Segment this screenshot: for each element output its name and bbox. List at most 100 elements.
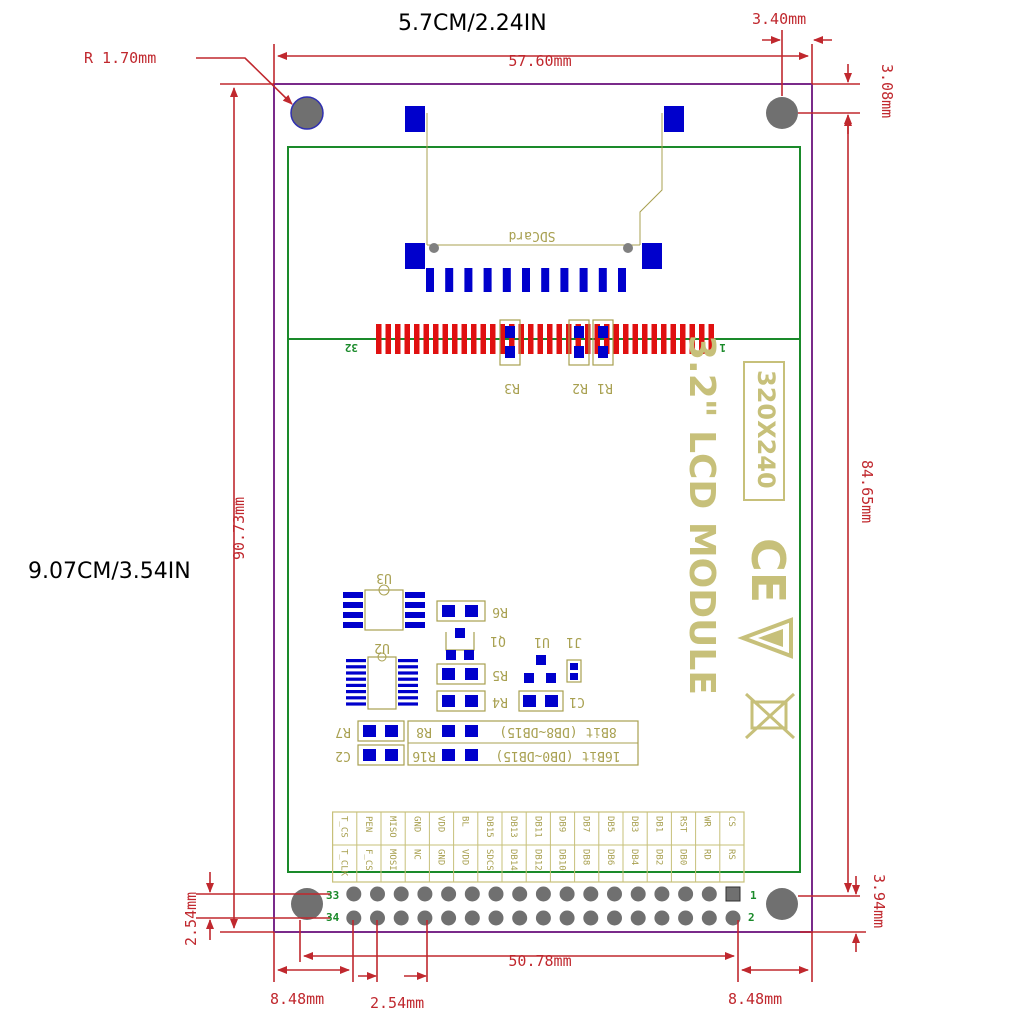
sdcard-contact-pad <box>464 268 473 292</box>
board-height-dim: 90.73mm <box>230 497 248 560</box>
u2-pad <box>398 690 418 694</box>
header-pin33-label: 33 <box>326 889 339 902</box>
pin-name-label: DB13 <box>508 816 518 838</box>
header-pin <box>370 910 385 926</box>
pin-name-label: F_CS <box>363 849 373 871</box>
mount-hole-top-right <box>766 97 798 129</box>
header-pin <box>346 886 362 902</box>
u2-pad <box>346 683 366 687</box>
pin-name-label: RST <box>678 816 688 833</box>
u2-pad <box>398 696 418 700</box>
resistor-r6 <box>436 600 486 622</box>
header-pin <box>678 886 694 902</box>
fpc-pad <box>528 324 534 354</box>
mount-hole-top-left <box>290 96 324 130</box>
fpc-pad <box>433 324 439 354</box>
u2-pad <box>398 659 418 663</box>
u2-pad <box>398 677 418 681</box>
pin-name-label: DB2 <box>653 849 663 865</box>
board-width-dim: 57.60mm <box>508 52 571 70</box>
fpc-pad <box>623 324 629 354</box>
header-pin <box>607 886 622 902</box>
u2-pad <box>346 696 366 700</box>
display-frame <box>287 146 801 873</box>
fpc-pad <box>699 324 705 354</box>
pin-name-label: DB3 <box>629 816 639 832</box>
r16-label: R16 <box>412 748 435 763</box>
header-pin <box>701 886 717 902</box>
pin-name-label: NC <box>411 849 421 860</box>
fpc-pad <box>594 324 600 354</box>
fpc-pad <box>632 324 638 354</box>
fpc-pad <box>490 324 496 354</box>
r8-label: R8 <box>416 724 432 739</box>
header-span-dim: 50.78mm <box>508 952 571 970</box>
header-pin <box>393 910 409 926</box>
pin-name-label: MOSI <box>387 849 397 871</box>
fpc-pad <box>661 324 667 354</box>
sdcard-contact-pad <box>426 268 434 292</box>
pin-name-label: DB11 <box>532 816 542 838</box>
u3-label: U3 <box>376 570 392 585</box>
pin-name-label: MISO <box>387 816 397 838</box>
dimension-lines <box>196 30 866 982</box>
pin-name-label: DB10 <box>557 849 567 871</box>
capacitor-c2 <box>357 744 405 766</box>
header-pin <box>654 910 670 926</box>
pin-name-label: DB7 <box>581 816 591 832</box>
header-pin <box>346 910 362 926</box>
sdcard-contact-pad <box>579 268 588 292</box>
mount-hole-bottom-right <box>766 888 798 920</box>
fpc-pad <box>604 324 610 354</box>
width-size-caption: 5.7CM/2.24IN <box>398 11 547 36</box>
capacitor-c1 <box>518 690 564 712</box>
pin-pitch-vertical-dim: 2.54mm <box>182 892 200 946</box>
pin-name-label: DB9 <box>557 816 567 832</box>
pin-name-label: VDD <box>460 849 470 865</box>
header-pin <box>559 910 575 926</box>
j1-label: J1 <box>566 634 582 649</box>
sdcard-label: SDCard <box>509 228 556 243</box>
resistor-r7 <box>357 720 405 742</box>
u2-pad <box>346 702 366 706</box>
fpc-pad <box>642 324 648 354</box>
fpc-pad <box>670 324 676 354</box>
u3-pad <box>343 592 363 598</box>
fpc-pad <box>499 324 505 354</box>
u3-pad <box>405 612 425 618</box>
pin-name-label: SDCS <box>484 849 494 871</box>
module-size-label: 3.2" LCD MODULE <box>681 335 722 695</box>
fpc-pad <box>471 324 477 354</box>
header-pin-label-grid: CSRSWRRDRSTDB0DB1DB2DB3DB4DB5DB6DB7DB8DB… <box>332 811 745 883</box>
header-pin <box>488 886 504 902</box>
resistor-r4 <box>436 690 486 712</box>
jumper-j1 <box>566 659 582 683</box>
r7-label: R7 <box>335 724 351 739</box>
r2-label: R2 <box>572 380 588 395</box>
header-pin <box>417 910 433 926</box>
header-pin <box>441 886 457 902</box>
corner-radius-dim: R 1.70mm <box>84 49 156 67</box>
bus-8bit-label: 8Bit (DB8~DB15) <box>499 724 616 739</box>
fpc-pad <box>575 324 581 354</box>
u2-pad <box>398 702 418 706</box>
pin-name-label: RS <box>726 849 736 860</box>
hole-bottom-offset-dim: 3.94mm <box>870 874 888 928</box>
header-pin <box>512 910 528 926</box>
header-pin <box>678 910 694 926</box>
header-pin <box>535 886 551 902</box>
r6-label: R6 <box>492 604 508 619</box>
fpc-pad <box>376 324 382 354</box>
fpc-pad <box>452 324 458 354</box>
u2-pad <box>346 659 366 663</box>
regulator-u1 <box>524 655 556 683</box>
pin-pitch-horizontal-dim: 2.54mm <box>370 994 424 1012</box>
u2-pad <box>346 665 366 669</box>
sdcard-contact-pad <box>483 268 492 292</box>
header-pin <box>701 910 717 926</box>
header-pin1-label: 1 <box>750 889 757 902</box>
fpc-pad <box>518 324 524 354</box>
fpc-pad <box>414 324 420 354</box>
pin-name-label: CS <box>726 816 736 827</box>
